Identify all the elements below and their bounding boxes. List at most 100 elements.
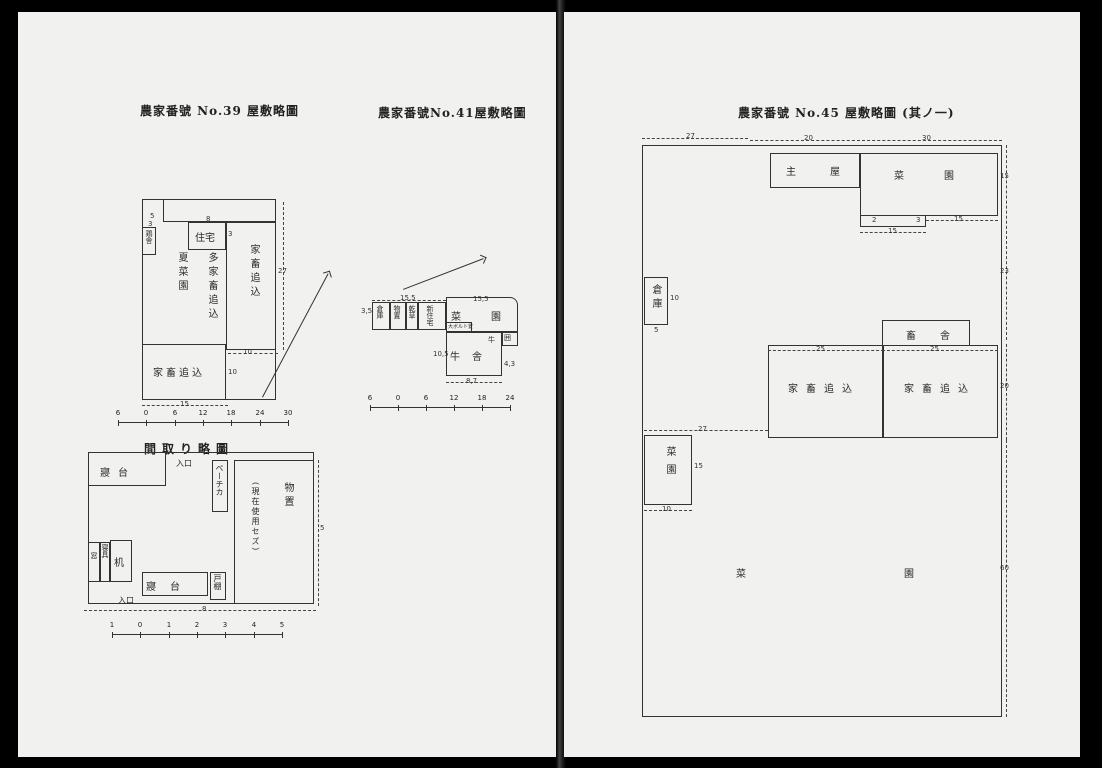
plan45-warehouse [644,277,668,325]
room-plan-scale-label: 1 [109,621,115,629]
plan39-livestock-pen-bottom-label: 家畜追込 [153,368,205,379]
plan45-dim-15-small: 15 [694,462,703,470]
room-plan-dim-line-8 [84,610,316,611]
plan45-dim-line-15-b [860,232,926,233]
plan45-large-veg-garden-left: 菜 [736,569,746,580]
plan41-north-arrow [403,258,484,290]
right-page: 農家番號 No.45 屋敷略圖 (其ノ一) 27 20 30 主屋 菜園 15 … [564,12,1080,757]
room-plan-scale-label: 5 [279,621,285,629]
plan45-large-veg-garden-right: 園 [904,569,914,580]
plan45-dim-15-right: 15 [1000,172,1009,180]
plan39-dim-15: 15 [180,400,189,408]
plan45-vegetable-garden-top-label: 菜園 [894,171,994,182]
room-plan-scale-label: 1 [166,621,172,629]
plan41-storehouse-label: 物置 [393,305,401,319]
plan41-hay [406,302,418,330]
room-plan-small-a [88,542,100,582]
plan45-livestock-pen-right [882,345,998,438]
plan41-dim-15-5b: 15,5 [473,295,489,303]
plan45-dim-line-25b [882,350,998,351]
plan39-livestock-pen-right [226,222,276,350]
plan39-mixed-pens-label: 多家畜追込 [206,252,217,322]
room-plan-cupboard [210,572,226,600]
plan39-top-strip [163,199,276,222]
plan39-vegetable-garden-label: 夏菜園 [176,252,187,294]
plan45-dim-20: 20 [804,134,813,142]
plan45-livestock-pen-left [768,345,884,438]
plan45-dim-10-small: 10 [662,505,671,513]
plan41-cattle-shed [446,332,502,376]
plan39-livestock-pen-bottom [142,344,226,400]
plan39-scale-label: 6 [172,409,178,417]
plan39-dim-10a: 10 [243,348,252,356]
plan45-dim-27-top: 27 [686,132,695,140]
room-plan-dim-5: 5 [320,524,325,532]
plan41-scale-label: 6 [367,394,373,402]
plan39-dim-3a: 3 [148,220,153,228]
plan45-dim-line-20-right [1006,344,1007,440]
plan41-dim-line-8-7 [446,382,502,383]
plan41-warehouse-label: 倉庫 [376,305,384,319]
plan45-dim-23: 23 [1000,267,1009,275]
room-plan-desk [110,540,132,582]
plan41-vegetable-garden [446,297,518,332]
plan41-dim-10-5: 10,5 [433,350,449,358]
plan45-livestock-pen-right-label: 家畜追込 [904,384,976,395]
plan39-dim-27: 27 [278,267,287,275]
plan41-pen-box [502,332,518,346]
plan41-scale-label: 6 [423,394,429,402]
plan41-cow-label: 牛 [488,336,495,344]
plan45-dim-30: 30 [922,134,931,142]
room-plan-pechka-label: ペーチカ [215,464,224,496]
room-plan-sleeping-platform-top-label: 寢台 [100,468,136,479]
plan45-dim-3: 3 [916,216,921,224]
room-plan-sleeping-platform-top [88,452,166,486]
plan45-dim-2: 2 [872,216,877,224]
plan41-storehouse [390,302,406,330]
plan45-dim-10-wh: 10 [670,294,679,302]
plan41-new-house [418,302,446,330]
plan45-dim-line-27-mid [644,430,768,431]
plan41-new-house-label: 新住宅 [426,305,434,326]
room-plan-pechka [212,460,228,512]
room-plan-small-b-label: 寝具 [101,544,109,558]
plan41-scale-label: 18 [477,394,487,402]
plan45-dim-line-27-top [642,138,748,139]
plan45-small-veg-garden-label: 菜園 [664,446,675,482]
plan39-scale-label: 30 [283,409,293,417]
plan41-cattle-shed-label: 牛舎 [450,352,494,363]
plan39-scale-label: 18 [226,409,236,417]
plan39-scale-label: 0 [143,409,149,417]
plan45-dim-line-15-mid [926,220,998,221]
plan41-scale-label: 0 [395,394,401,402]
plan39-dim-10b: 10 [228,368,237,376]
plan39-livestock-pen-right-label: 家畜追込 [248,244,259,300]
room-plan-desk-label: 机 [114,558,124,569]
plan45-small-veg-garden [644,435,692,505]
left-page: 農家番號 No.39 屋敷略圖 鶏舎 住宅 家畜追込 夏菜園 多家畜追込 家畜追… [18,12,558,757]
room-plan-storage-label: 物置 [282,482,293,510]
plan39-small-building-label: 鶏舎 [145,230,153,244]
plan45-dim-25-a: 25 [816,345,825,353]
plan45-site-outline [642,145,1002,717]
plan41-warehouse [372,302,390,330]
room-plan-scale-label: 3 [222,621,228,629]
plan41-dim-4-3: 4,3 [504,360,516,368]
plan45-dim-line-60 [1006,440,1007,717]
plan41-hay-label: 乾草 [408,305,416,319]
plan45-dim-27-mid: 27 [698,425,707,433]
plan39-title: 農家番號 No.39 屋敷略圖 [140,104,299,118]
plan41-dim-8-7: 8,7 [466,377,478,385]
plan41-scale-label: 24 [505,394,515,402]
plan45-livestock-pen-left-label: 家畜追込 [788,384,860,395]
room-plan-sleeping-platform-bottom [142,572,208,596]
room-plan-small-b [100,542,110,582]
plan39-dim-3b: 3 [228,230,233,238]
plan41-title: 農家番號No.41屋敷略圖 [378,106,527,120]
plan39-small-building [142,227,156,255]
plan45-title: 農家番號 No.45 屋敷略圖 (其ノ一) [738,106,955,120]
room-plan-cupboard-label: 戸棚 [213,574,222,590]
plan39-dim-8: 8 [206,215,211,223]
plan45-dim-60: 60 [1000,564,1009,572]
plan39-scale-label: 24 [255,409,265,417]
